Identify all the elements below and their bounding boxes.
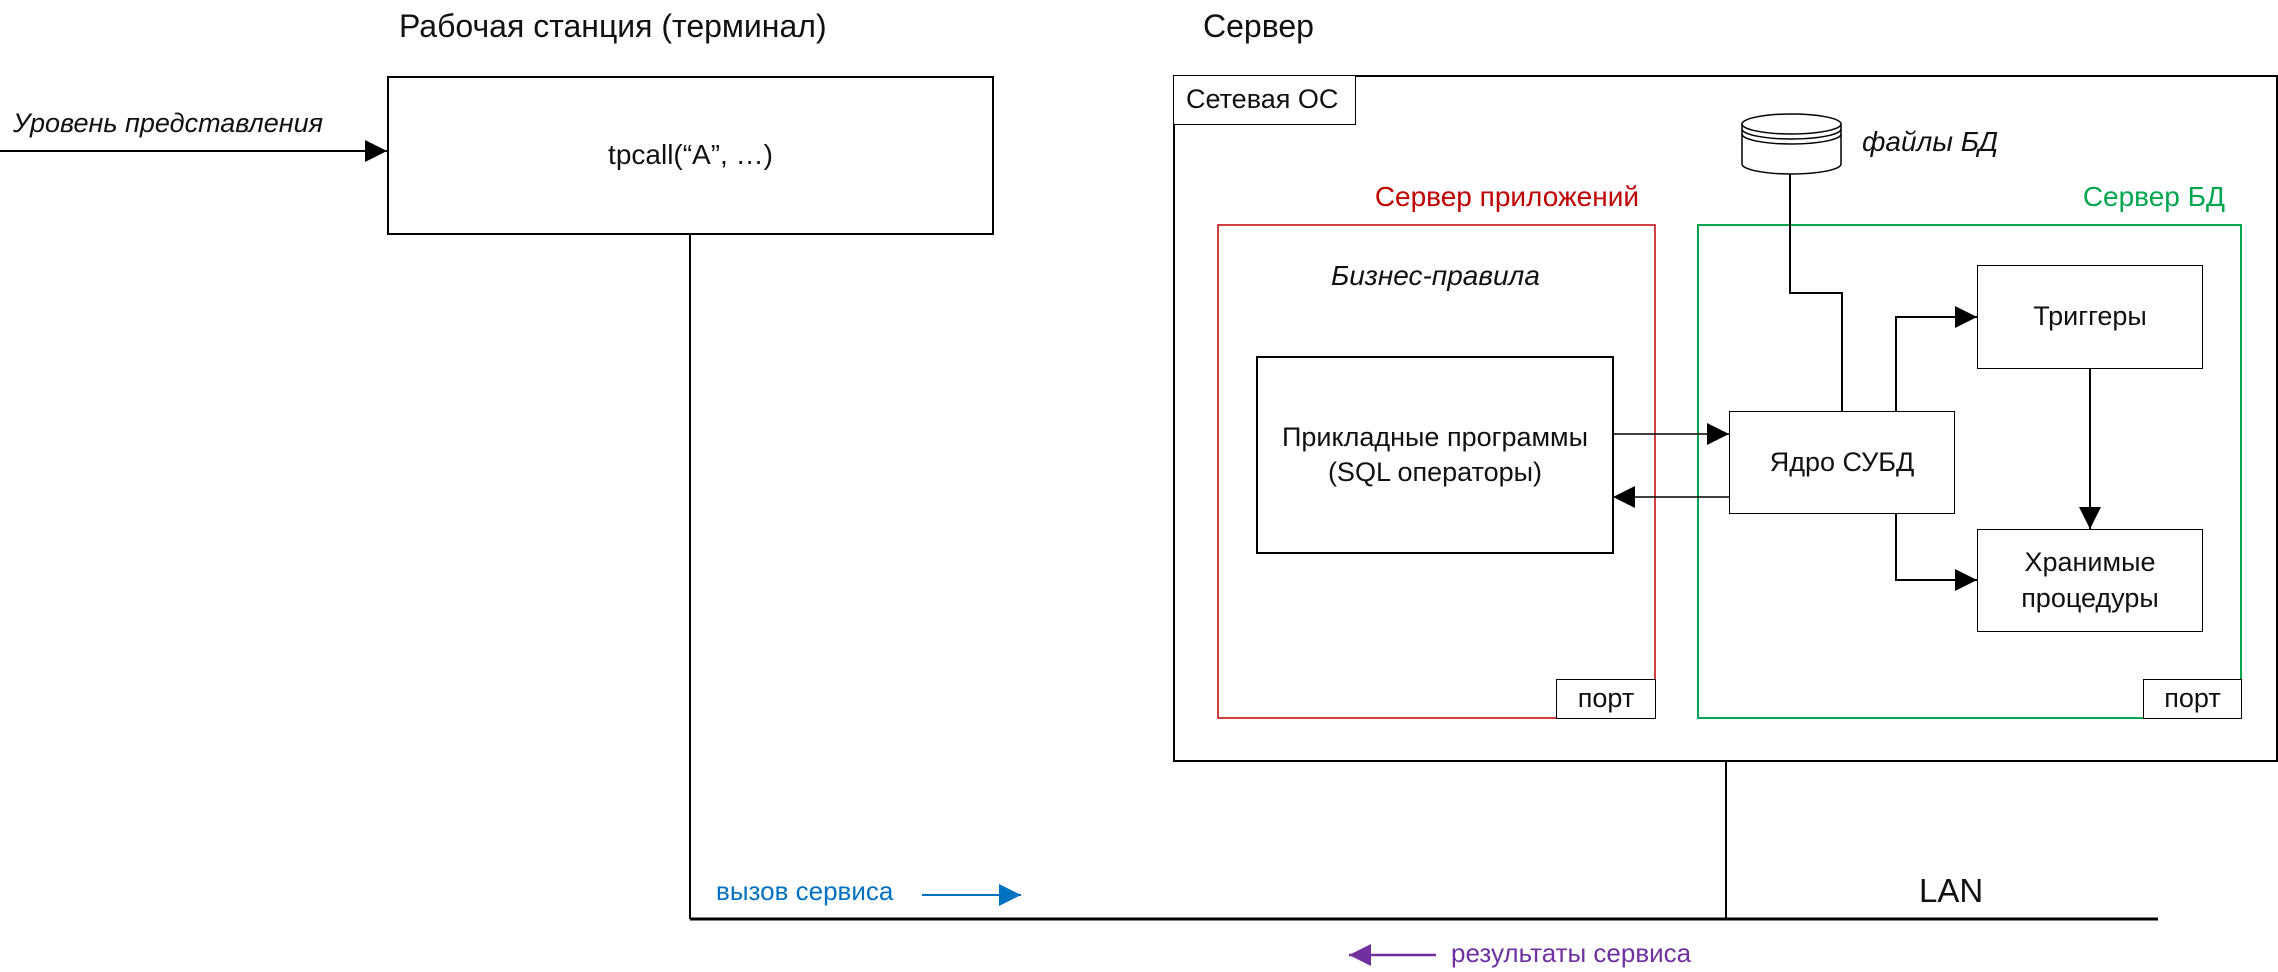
db-server-title: Сервер БД — [2082, 181, 2225, 212]
db-server-frame — [1697, 224, 2242, 719]
triggers-label: Триггеры — [2033, 301, 2147, 332]
tpcall-text: tpcall(“A”, …) — [608, 139, 773, 171]
service-results-label: результаты сервиса — [1451, 938, 1692, 968]
triggers-box: Триггеры — [1977, 265, 2203, 369]
server-title: Сервер — [1203, 8, 1314, 44]
stored-procedures-line1: Хранимые — [2024, 547, 2156, 578]
app-programs-box: Прикладные программы (SQL операторы) — [1256, 356, 1614, 554]
db-files-label: файлы БД — [1862, 126, 1999, 157]
app-server-title: Сервер приложений — [1374, 181, 1639, 212]
service-call-label: вызов сервиса — [716, 876, 894, 906]
core-to-stored-arrow — [1895, 513, 1977, 591]
db-server-port-label: порт — [2164, 683, 2221, 714]
database-icon — [1741, 113, 1842, 175]
lan-label: LAN — [1919, 872, 1984, 909]
core-to-triggers-arrow — [1895, 306, 1977, 411]
terminal-box: tpcall(“A”, …) — [387, 76, 994, 235]
dbms-core-box: Ядро СУБД — [1729, 411, 1955, 514]
db-server-port: порт — [2143, 679, 2242, 719]
dbms-core-label: Ядро СУБД — [1769, 446, 1915, 477]
app-server-frame — [1217, 224, 1656, 719]
app-server-port-label: порт — [1577, 683, 1635, 714]
network-os-label: Сетевая ОС — [1186, 84, 1339, 115]
workstation-title: Рабочая станция (терминал) — [399, 8, 827, 44]
business-rules-label: Бизнес-правила — [1331, 260, 1540, 291]
db-files-link — [1789, 174, 1843, 411]
app-server-port: порт — [1556, 679, 1656, 719]
stored-procedures-box: Хранимые процедуры — [1977, 529, 2203, 632]
app-programs-line2: (SQL операторы) — [1327, 457, 1543, 487]
presentation-level-label: Уровень представления — [13, 108, 324, 138]
network-os-label-box: Сетевая ОС — [1174, 76, 1356, 125]
stored-procedures-line2: процедуры — [2021, 582, 2159, 613]
app-programs-line1: Прикладные программы — [1281, 421, 1589, 452]
